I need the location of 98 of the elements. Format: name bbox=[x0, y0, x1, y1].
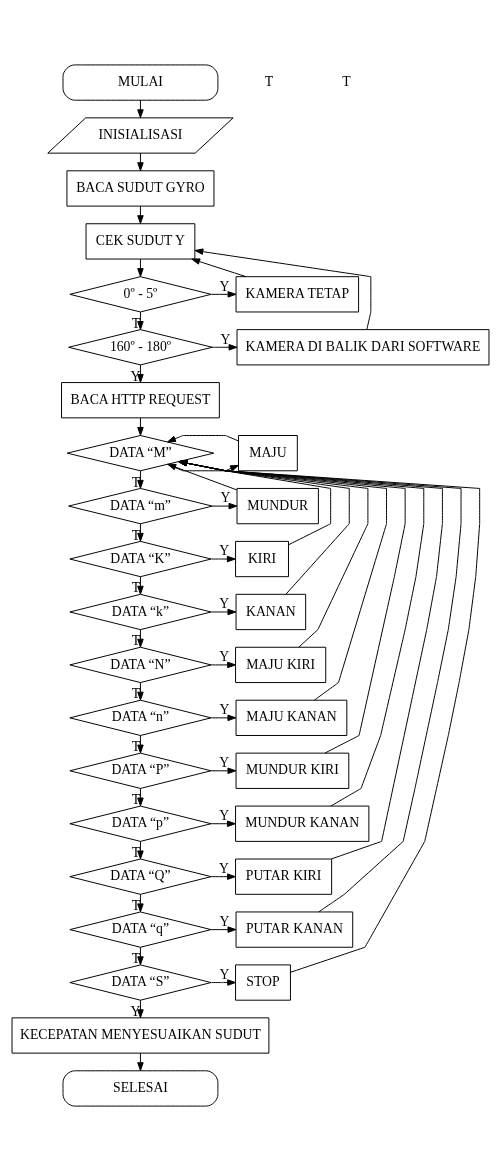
arrow bbox=[211, 502, 238, 510]
edge-label: Y bbox=[219, 702, 230, 718]
edge-label: Y bbox=[219, 278, 230, 294]
node-box: KANAN bbox=[235, 593, 307, 631]
node-diamond: DATA “p” bbox=[69, 805, 212, 842]
node-box: BACA HTTP REQUEST bbox=[61, 382, 220, 419]
node-box: MAJU bbox=[238, 435, 298, 472]
arrow bbox=[137, 258, 144, 277]
edge-label: Y bbox=[130, 1003, 141, 1019]
arrow bbox=[210, 608, 237, 616]
arrow bbox=[137, 893, 144, 913]
edge-label: T bbox=[131, 739, 141, 755]
edge-label: Y bbox=[220, 331, 231, 347]
edge-label: T bbox=[131, 792, 141, 808]
node-box: MUNDUR bbox=[236, 487, 319, 525]
label: T bbox=[342, 74, 351, 90]
arrow bbox=[137, 417, 144, 436]
node-box: MUNDUR KIRI bbox=[235, 752, 350, 789]
arrow bbox=[137, 205, 144, 224]
node-box: PUTAR KIRI bbox=[235, 858, 333, 895]
node-diamond: DATA “K” bbox=[69, 540, 212, 578]
arrow bbox=[210, 820, 236, 827]
node-box: BACA SUDUT GYRO bbox=[66, 170, 215, 207]
arrow bbox=[137, 99, 144, 119]
arrow bbox=[210, 291, 237, 298]
node-diamond: DATA “k” bbox=[69, 593, 212, 631]
node-diamond: DATA “q” bbox=[69, 911, 212, 948]
node-diamond: DATA “m” bbox=[68, 487, 213, 525]
arrow bbox=[137, 152, 144, 172]
edge-label: T bbox=[131, 898, 141, 914]
arrow bbox=[178, 459, 443, 860]
arrow bbox=[137, 576, 144, 595]
edge-label: Y bbox=[220, 490, 231, 506]
arrow bbox=[137, 470, 144, 489]
edge-label: T bbox=[131, 845, 141, 861]
edge-label: Y bbox=[219, 755, 230, 771]
node-box: MUNDUR KANAN bbox=[235, 805, 370, 842]
node-box: MULAI bbox=[62, 64, 219, 101]
node-box: CEK SUDUT Y bbox=[85, 223, 196, 260]
node-box: KECEPATAN MENYESUAIKAN SUDUT bbox=[11, 1017, 270, 1054]
arrow bbox=[167, 463, 238, 491]
arrow bbox=[137, 946, 144, 966]
node-box: MAJU KIRI bbox=[235, 646, 327, 684]
node-box: MAJU KANAN bbox=[235, 699, 348, 736]
arrow bbox=[178, 459, 350, 595]
node-diamond: DATA “Q” bbox=[69, 858, 212, 895]
node-box: KAMERA DI BALIK DARI SOFTWARE bbox=[236, 329, 490, 366]
arrow bbox=[210, 714, 237, 722]
edge-label: Y bbox=[219, 913, 230, 929]
arrow bbox=[178, 459, 387, 701]
edge-label: Y bbox=[219, 808, 230, 824]
arrow bbox=[191, 258, 247, 278]
arrow bbox=[210, 873, 236, 880]
edge-label: T bbox=[131, 315, 141, 331]
edge-label: T bbox=[131, 686, 141, 702]
label: T bbox=[264, 74, 274, 90]
arrow bbox=[137, 311, 144, 330]
arrow bbox=[167, 463, 239, 472]
edge-label: T bbox=[131, 527, 141, 543]
edge-label: Y bbox=[130, 368, 141, 384]
arrow bbox=[178, 459, 425, 807]
edge-label: Y bbox=[219, 596, 230, 612]
node-diamond: DATA “S” bbox=[69, 964, 212, 1001]
arrow bbox=[167, 435, 239, 443]
node-box: KIRI bbox=[235, 540, 289, 578]
arrow bbox=[137, 840, 144, 860]
arrow bbox=[178, 459, 332, 546]
arrow bbox=[211, 344, 238, 351]
node-diamond: 0º - 5º bbox=[69, 276, 212, 313]
arrow bbox=[178, 459, 481, 973]
arrow bbox=[137, 1052, 144, 1072]
arrow bbox=[210, 979, 236, 986]
arrow bbox=[137, 523, 144, 542]
arrow bbox=[137, 629, 144, 648]
edge-label: Y bbox=[219, 860, 229, 876]
arrow bbox=[178, 459, 369, 648]
edge-label: Y bbox=[219, 543, 230, 559]
node-box: STOP bbox=[235, 964, 291, 1001]
arrow bbox=[210, 661, 236, 669]
node-diamond: 160º - 180º bbox=[68, 329, 213, 366]
edge-label: Y bbox=[219, 649, 230, 665]
edge-label: T bbox=[131, 633, 141, 649]
arrow bbox=[210, 767, 237, 775]
arrow bbox=[178, 459, 462, 913]
edge-label: T bbox=[131, 580, 141, 596]
arrow bbox=[194, 248, 372, 330]
arrow bbox=[137, 788, 144, 807]
edge-label: T bbox=[131, 474, 141, 490]
node-box: SELESAI bbox=[62, 1070, 219, 1107]
node-box: PUTAR KANAN bbox=[235, 911, 354, 948]
arrow bbox=[210, 926, 237, 933]
arrow bbox=[210, 555, 236, 563]
node-diamond: DATA “n” bbox=[69, 699, 212, 736]
node-diamond: DATA “P” bbox=[69, 752, 212, 789]
edge-label: Y bbox=[219, 966, 230, 982]
node-box: KAMERA TETAP bbox=[235, 276, 360, 313]
node-diamond: DATA “N” bbox=[69, 646, 212, 684]
edge-label: T bbox=[131, 951, 141, 967]
